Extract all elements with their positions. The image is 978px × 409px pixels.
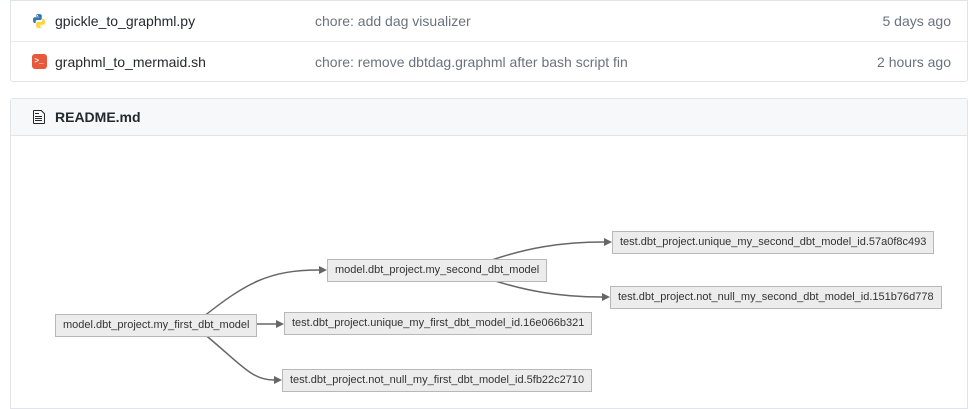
- dag-node-unique-my-first: test.dbt_project.unique_my_first_dbt_mod…: [284, 312, 593, 335]
- dag-diagram: [202, 238, 612, 384]
- dag-node-not-null-my-first: test.dbt_project.not_null_my_first_dbt_m…: [282, 369, 593, 392]
- file-link[interactable]: graphml_to_mermaid.sh: [55, 53, 206, 70]
- commit-age[interactable]: 5 days ago: [882, 13, 952, 29]
- readme-content: model.dbt_project.my_first_dbt_model mod…: [11, 136, 967, 408]
- edge-first-to-notnull-first: [202, 332, 282, 384]
- edge-second-to-notnull-second: [488, 278, 610, 301]
- dag-node-my-second-model: model.dbt_project.my_second_dbt_model: [327, 259, 548, 282]
- dag-node-my-first-model: model.dbt_project.my_first_dbt_model: [55, 314, 258, 337]
- terminal-icon: >_: [31, 54, 47, 70]
- python-icon: [31, 13, 47, 29]
- file-table: gpickle_to_graphml.py chore: add dag vis…: [10, 0, 968, 82]
- commit-age[interactable]: 2 hours ago: [877, 53, 951, 70]
- page-container: gpickle_to_graphml.py chore: add dag vis…: [10, 0, 968, 409]
- file-name-cell: >_ graphml_to_mermaid.sh: [31, 54, 315, 70]
- terminal-icon-glyph: >_: [31, 54, 47, 69]
- edge-first-to-second: [202, 266, 327, 318]
- file-name-cell: gpickle_to_graphml.py: [31, 13, 315, 29]
- commit-message-link[interactable]: chore: add dag visualizer: [315, 13, 471, 29]
- file-row[interactable]: >_ graphml_to_mermaid.sh chore: remove d…: [11, 41, 967, 81]
- readme-title: README.md: [55, 109, 141, 125]
- commit-message-link[interactable]: chore: remove dbtdag.graphml after bash …: [315, 53, 628, 70]
- file-row[interactable]: gpickle_to_graphml.py chore: add dag vis…: [11, 1, 967, 41]
- file-icon: [31, 109, 47, 125]
- readme-header: README.md: [11, 99, 967, 136]
- readme-box: README.md model.dbt_project.my_firs: [10, 98, 968, 409]
- dag-node-not-null-my-second: test.dbt_project.not_null_my_second_dbt_…: [610, 286, 942, 309]
- file-link[interactable]: gpickle_to_graphml.py: [55, 13, 196, 29]
- edge-second-to-unique-second: [488, 238, 612, 262]
- dag-node-unique-my-second: test.dbt_project.unique_my_second_dbt_mo…: [612, 231, 935, 254]
